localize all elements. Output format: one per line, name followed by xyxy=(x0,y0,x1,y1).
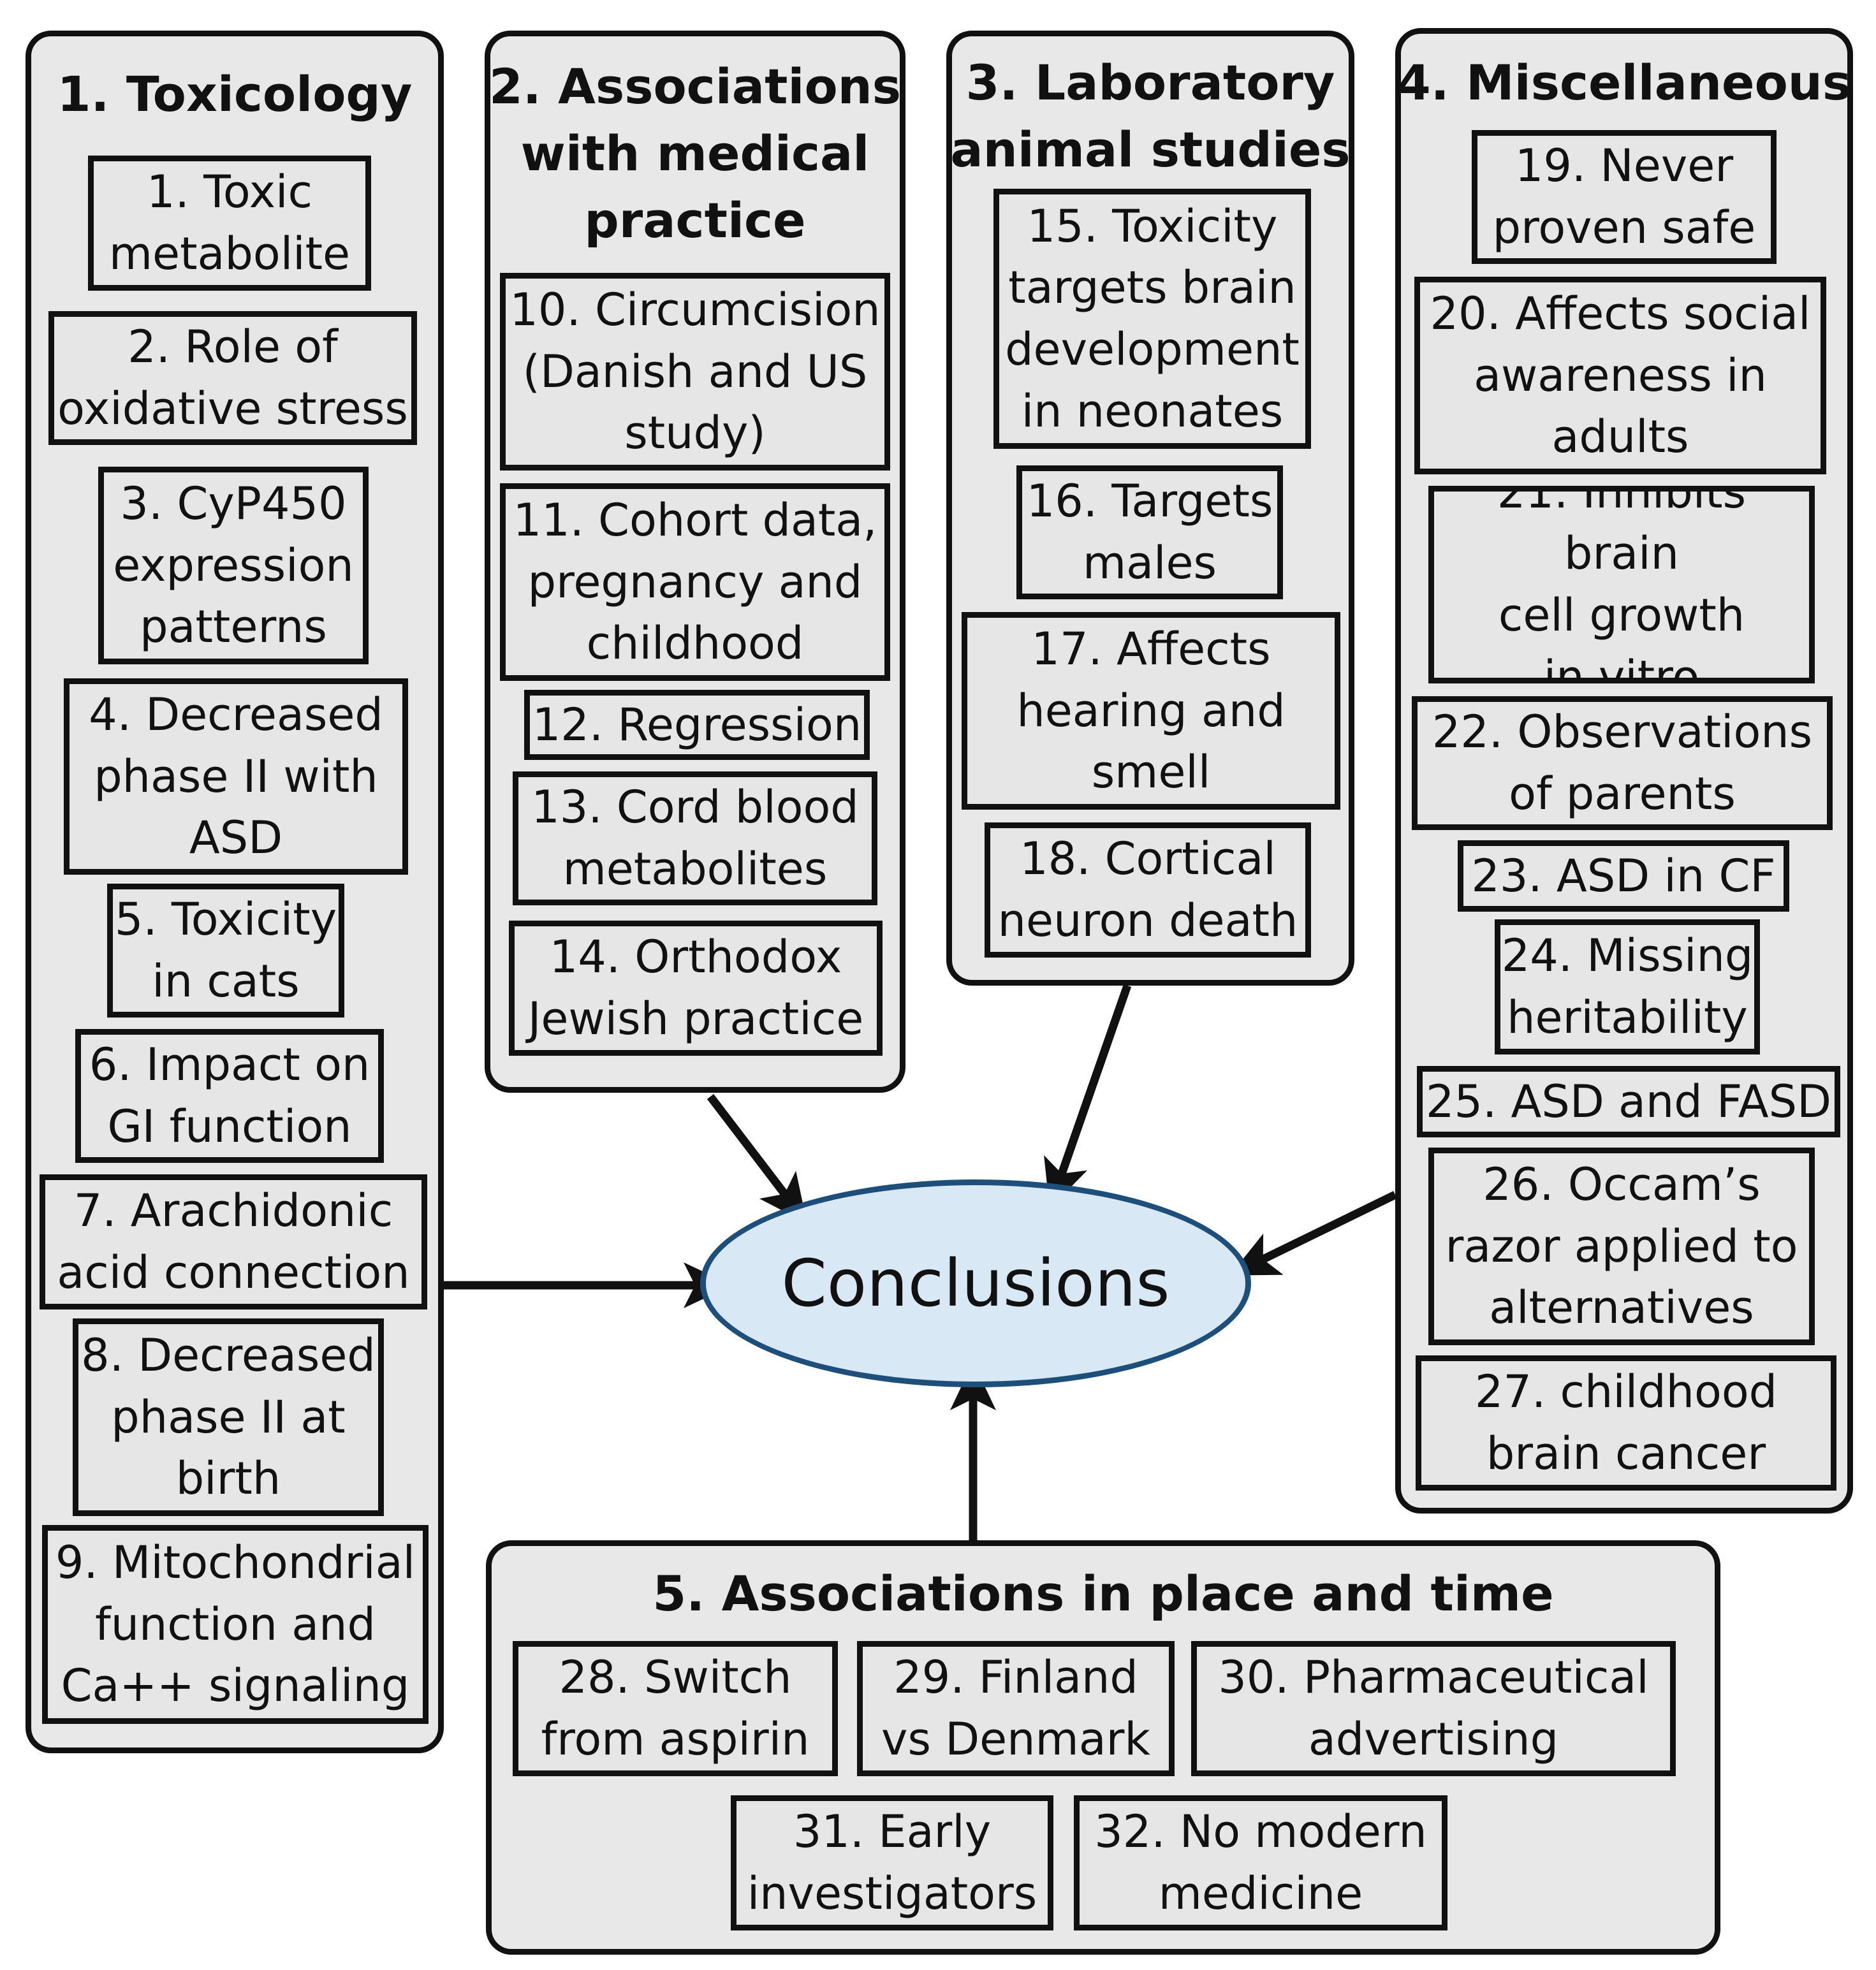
toxicology-item-9: 9. Mitochondrial function and Ca++ signa… xyxy=(42,1525,429,1724)
place-time-item-30: 30. Pharmaceutical advertising xyxy=(1191,1641,1676,1776)
medical-item-11: 11. Cohort data, pregnancy and childhood xyxy=(500,483,890,681)
arrow-misc-to-conclusions xyxy=(1229,1191,1397,1278)
misc-item-24: 24. Missing heritability xyxy=(1495,919,1760,1054)
misc-item-22: 22. Observations of parents xyxy=(1412,696,1833,830)
place-time-item-32: 32. No modern medicine xyxy=(1074,1795,1447,1930)
medical-item-13: 13. Cord blood metabolites xyxy=(513,771,877,905)
misc-item-20: 20. Affects social awareness in adults xyxy=(1414,277,1826,474)
group-laboratory-animal-title: 3. Laboratory animal studies xyxy=(950,54,1351,178)
laboratory-item-16: 16. Targets males xyxy=(1016,465,1283,599)
laboratory-item-17: 17. Affects hearing and smell xyxy=(962,612,1340,810)
group-place-time-title: 5. Associations in place and time xyxy=(652,1565,1554,1622)
arrow-medical-to-conclusions xyxy=(707,1094,809,1223)
toxicology-item-3: 3. CyP450 expression patterns xyxy=(98,467,369,664)
group-toxicology-title: 1. Toxicology xyxy=(57,66,413,122)
misc-item-25: 25. ASD and FASD xyxy=(1417,1066,1840,1137)
medical-item-10: 10. Circumcision (Danish and US study) xyxy=(500,273,890,471)
misc-item-21: 21. Inhibits brain cell growth in vitro xyxy=(1428,486,1815,683)
medical-item-14: 14. Orthodox Jewish practice xyxy=(509,921,883,1056)
misc-item-27: 27. childhood brain cancer xyxy=(1416,1355,1836,1491)
conclusions-label: Conclusions xyxy=(781,1245,1170,1322)
place-time-item-29: 29. Finland vs Denmark xyxy=(857,1641,1175,1776)
misc-item-26: 26. Occam’s razor applied to alternative… xyxy=(1428,1148,1815,1345)
laboratory-item-15: 15. Toxicity targets brain development i… xyxy=(993,189,1311,449)
toxicology-item-7: 7. Arachidonic acid connection xyxy=(40,1174,427,1310)
toxicology-item-1: 1. Toxic metabolite xyxy=(88,156,371,291)
group-miscellaneous-title: 4. Miscellaneous xyxy=(1396,54,1852,111)
place-time-item-31: 31. Early investigators xyxy=(731,1795,1053,1930)
medical-item-12: 12. Regression xyxy=(524,690,870,760)
misc-item-19: 19. Never proven safe xyxy=(1472,130,1777,264)
laboratory-item-18: 18. Cortical neuron death xyxy=(985,822,1311,958)
arrow-laboratory-to-conclusions xyxy=(1044,984,1132,1209)
toxicology-item-8: 8. Decreased phase II at birth xyxy=(73,1318,384,1516)
toxicology-item-4: 4. Decreased phase II with ASD xyxy=(64,678,408,875)
misc-item-23: 23. ASD in CF xyxy=(1458,840,1789,912)
toxicology-item-2: 2. Role of oxidative stress xyxy=(48,311,417,445)
group-medical-practice-title: 2. Associations with medical practice xyxy=(488,58,902,249)
toxicology-item-6: 6. Impact on GI function xyxy=(75,1029,384,1163)
conclusions-node: Conclusions xyxy=(700,1179,1251,1387)
place-time-item-28: 28. Switch from aspirin xyxy=(513,1641,838,1776)
toxicology-item-5: 5. Toxicity in cats xyxy=(107,884,344,1018)
